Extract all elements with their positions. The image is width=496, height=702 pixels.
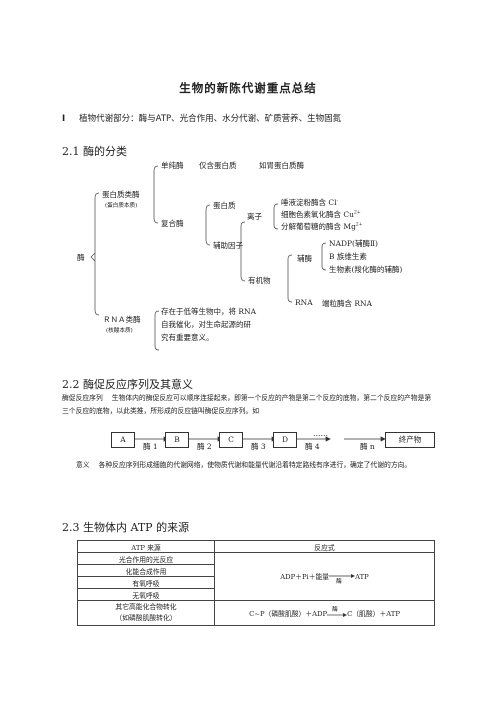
header-source: ATP 来源 xyxy=(77,540,215,553)
ion-bracket xyxy=(273,203,279,230)
substrate-a: A xyxy=(111,432,135,448)
root-bracket xyxy=(94,192,100,316)
cofactor-bracket xyxy=(240,221,246,282)
final-product: 终产物 xyxy=(385,432,435,448)
source-cell: 有氧呼吸 xyxy=(77,576,215,589)
enzyme-n: 酶 n xyxy=(360,442,375,451)
coenzyme-item-2: B 族维生素 xyxy=(329,252,367,261)
rna-enzyme-line-1: 存在于低等生物中，将 RNA xyxy=(161,307,257,316)
equation-1-arrow: 酶 xyxy=(329,572,356,585)
ion-label: 离子 xyxy=(247,212,262,221)
protein-bracket xyxy=(153,165,159,224)
table-header-row: ATP 来源 反应式 xyxy=(77,540,435,553)
section-1-text: 植物代谢部分：酶与ATP、光合作用、水分代谢、矿质营养、生物固氮 xyxy=(79,114,342,124)
rna-enzyme-line-2: 自我催化，对生命起源的研 xyxy=(161,320,251,329)
rna-enzyme-line-3: 究有重要意义。 xyxy=(161,333,214,342)
cofactor-label: 辅助因子 xyxy=(213,241,243,250)
equation-2-left: C~P（磷酸肌酸）＋ADP xyxy=(249,609,328,618)
simple-enzyme-desc-2: 如胃蛋白质酶 xyxy=(259,161,304,170)
rna-enzyme-label: ＲＮＡ类酶 xyxy=(103,315,141,324)
rna-branch-desc: 端粒酶含 RNA xyxy=(322,299,373,308)
enzyme-1: 酶 1 xyxy=(143,442,158,451)
substrate-b: B xyxy=(165,432,189,448)
source-line-2: （如磷酸肌酸转化） xyxy=(115,614,177,622)
complex-bracket xyxy=(205,204,211,246)
enzyme-4: 酶 4 xyxy=(305,442,320,451)
protein-enzyme-note: (蛋白质本质) xyxy=(105,203,138,209)
substrate-d: D xyxy=(273,432,297,448)
equation-1-reactants: ADP＋Pi＋能量 xyxy=(280,573,330,581)
complex-enzyme-label: 复合酶 xyxy=(161,219,184,228)
organic-label: 有机物 xyxy=(248,276,271,285)
protein-enzyme-label: 蛋白质类酶 xyxy=(102,190,140,199)
heading-2-1: 2.1 酶的分类 xyxy=(62,145,127,158)
source-cell: 化能合成作用 xyxy=(77,564,215,577)
rna-enzyme-bracket xyxy=(154,310,160,351)
enzyme-3: 酶 3 xyxy=(251,442,266,451)
ion-item-2: 细胞色素氧化酶含 Cu2+ xyxy=(281,210,361,219)
coenzyme-item-1: NADP(辅酶Ⅱ) xyxy=(329,239,378,248)
reaction-sequence-paragraph: 酶促反应序列 生物体内的酶促反应可以顺序连接起来，即第一个反应的产物是第二个反应… xyxy=(62,394,432,415)
source-cell: 光合作用的光反应 xyxy=(77,552,215,565)
section-1-heading: I 植物代谢部分：酶与ATP、光合作用、水分代谢、矿质营养、生物固氮 xyxy=(62,112,341,124)
significance-paragraph: 意义 各种反应序列形成细胞的代谢网络，使物质代谢和能量代谢沿着特定路线有序进行，… xyxy=(76,461,412,469)
rna-enzyme-note: (核酸本质) xyxy=(106,328,133,334)
equation-2-right: C（肌酸）＋ATP xyxy=(347,609,400,618)
ellipsis: …… xyxy=(313,429,328,438)
section-number: I xyxy=(62,114,66,124)
coenzyme-item-3: 生物素(羧化酶的辅酶) xyxy=(329,265,403,274)
simple-enzyme-desc-1: 仅含蛋白质 xyxy=(199,161,237,170)
equation-1-product: ATP xyxy=(355,573,369,581)
heading-2-3: 2.3 生物体内 ATP 的来源 xyxy=(62,521,190,534)
ion-item-3: 分解葡萄糖的酶含 Mg2+ xyxy=(281,222,363,231)
heading-2-2: 2.2 酶促反应序列及其意义 xyxy=(62,378,193,391)
substrate-c: C xyxy=(219,432,243,448)
header-equation: 反应式 xyxy=(214,540,435,553)
enzyme-2: 酶 2 xyxy=(197,442,212,451)
root-bracket-tip xyxy=(90,252,96,262)
coenzyme-label: 辅酶 xyxy=(297,254,312,263)
protein-part-label: 蛋白质 xyxy=(213,201,236,210)
source-line-1: 其它高能化合物转化 xyxy=(115,603,177,611)
ion-item-1: 唾液淀粉酶含 Cl- xyxy=(281,198,339,207)
organic-bracket xyxy=(287,254,293,303)
coenzyme-bracket xyxy=(321,242,327,271)
equation-2-arrow: 酶 xyxy=(327,607,348,619)
source-cell-high-energy: 其它高能化合物转化 （如磷酸肌酸转化） xyxy=(77,600,215,626)
source-cell: 无氧呼吸 xyxy=(77,588,215,601)
root-label: 酶 xyxy=(77,253,85,262)
page-title: 生物的新陈代谢重点总结 xyxy=(179,81,317,95)
simple-enzyme-label: 单纯酶 xyxy=(161,161,184,170)
rna-branch-label: RNA xyxy=(295,298,313,307)
